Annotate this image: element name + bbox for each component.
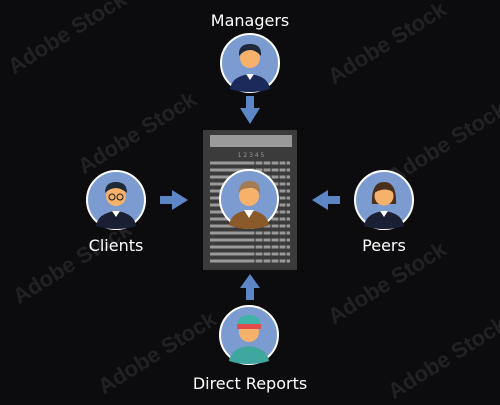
manager-avatar xyxy=(220,33,280,93)
arrow-direct-reports-to-form xyxy=(240,274,260,300)
label-peers: Peers xyxy=(362,236,406,255)
arrow-clients-to-form xyxy=(160,190,188,210)
direct-report-avatar xyxy=(219,305,279,365)
label-direct-reports: Direct Reports xyxy=(192,374,308,393)
label-clients: Clients xyxy=(88,236,144,255)
form-column-numbers: 1 2 3 4 5 xyxy=(238,152,265,159)
peer-avatar xyxy=(354,170,414,230)
arrow-peers-to-form xyxy=(312,190,340,210)
arrow-managers-to-form xyxy=(240,96,260,124)
client-avatar xyxy=(86,170,146,230)
employee-avatar xyxy=(219,169,279,229)
label-managers: Managers xyxy=(210,11,290,30)
